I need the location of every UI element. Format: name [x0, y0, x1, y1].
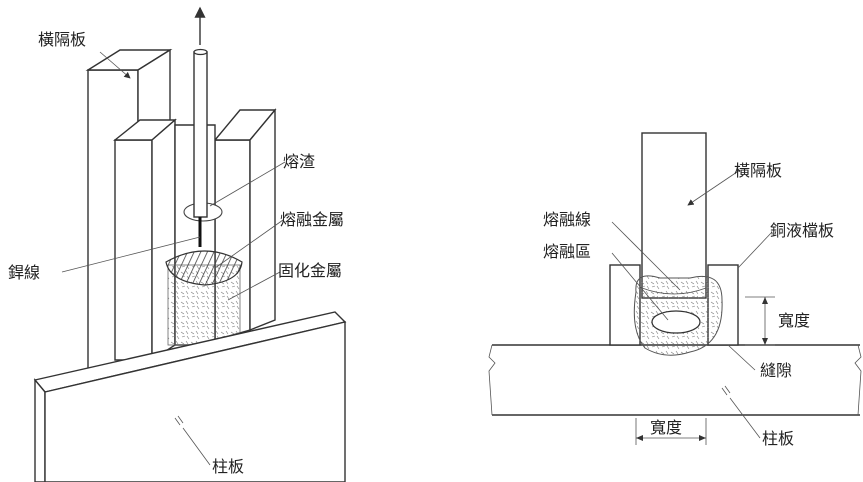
- column-break-right: [854, 344, 862, 416]
- left-weld-diagram: 橫隔板 熔渣 熔融金屬 銲線 固化金屬 柱板: [8, 6, 347, 482]
- fusion-nugget: [651, 310, 701, 334]
- label-diaphragm-plate-section: 橫隔板: [734, 161, 782, 180]
- electrode-wire: [193, 6, 208, 247]
- label-slag: 熔渣: [283, 152, 315, 171]
- diaphragm-plate-section: [641, 132, 707, 299]
- label-solid-metal: 固化金屬: [278, 261, 342, 280]
- label-width-bottom: 寬度: [650, 418, 682, 437]
- guide-plate-left: [113, 118, 177, 362]
- right-section-diagram: 橫隔板 熔融線 熔融區 銅液檔板 寬度 縫隙 寬度 柱板: [488, 132, 862, 448]
- column-break-left: [488, 344, 496, 416]
- column-plate-left: [33, 311, 347, 482]
- label-gap: 縫隙: [760, 361, 792, 380]
- label-welding-wire: 銲線: [8, 263, 40, 282]
- label-fusion-zone: 熔融區: [543, 242, 591, 261]
- label-molten-metal: 熔融金屬: [280, 210, 344, 229]
- label-width-right: 寬度: [778, 311, 810, 330]
- molten-metal-region: [165, 250, 243, 286]
- fusion-line: [641, 287, 707, 295]
- label-fusion-line: 熔融線: [543, 210, 591, 229]
- label-copper-backing: 銅液檔板: [770, 221, 834, 240]
- label-diaphragm-plate: 橫隔板: [38, 30, 86, 49]
- label-column-plate-left: 柱板: [212, 457, 244, 476]
- label-column-plate-right: 柱板: [762, 429, 794, 448]
